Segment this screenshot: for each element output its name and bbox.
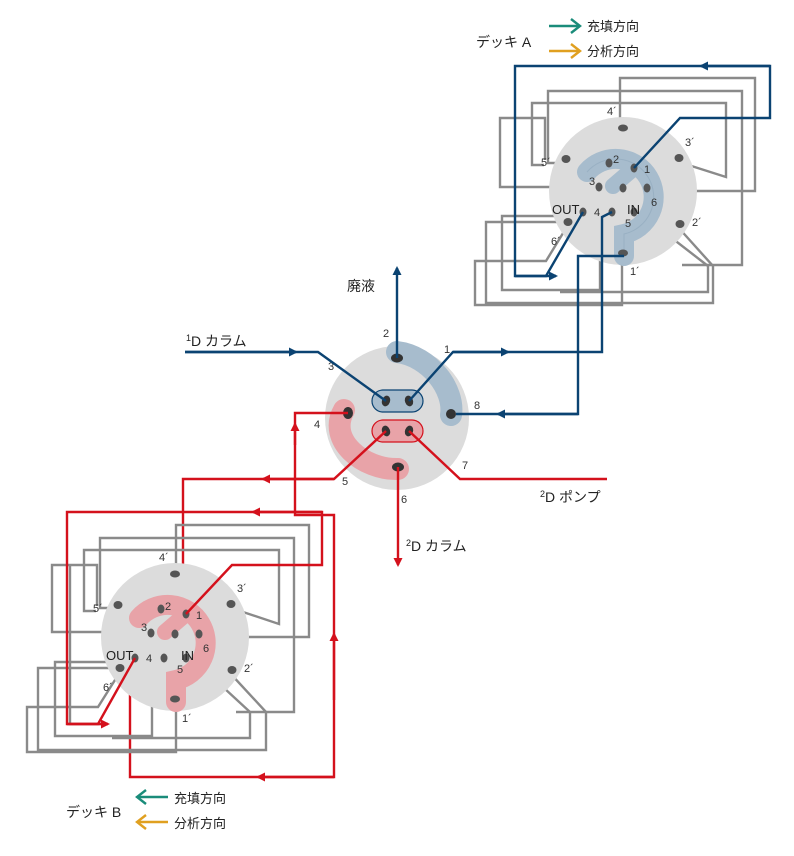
port-label: 4: [314, 419, 320, 431]
port-label: 4: [594, 207, 600, 219]
port-label: 7: [462, 460, 468, 472]
fill-direction-arrow-icon: [135, 789, 168, 805]
port-label: 3: [328, 361, 334, 373]
port-label: 6´: [103, 682, 113, 694]
column-2d-label: 2D カラム: [406, 538, 467, 554]
column-1d-label: 1D カラム: [186, 333, 247, 349]
port-label: 2´: [244, 663, 254, 675]
deck-b-out-label: OUT: [106, 648, 134, 663]
port-label: 5´: [541, 157, 551, 169]
port-label: 6: [203, 643, 209, 655]
port-label: 8: [474, 400, 480, 412]
pump-2d-superscript: 2: [540, 489, 545, 499]
port-label: 5: [625, 218, 631, 230]
port-label: 5: [342, 476, 348, 488]
port-label: 4: [146, 653, 152, 665]
deck-a: 1 2 3 4 5 6 1´ 2´ 3´ 4´ 5´ 6´ OUT IN: [473, 61, 772, 307]
column-1d-superscript: 1: [186, 333, 191, 343]
deck-b-flow-channel: [129, 594, 216, 712]
column-1d-text: D カラム: [191, 333, 247, 349]
port-label: 3´: [237, 583, 247, 595]
deck-a-title: デッキ A: [476, 34, 532, 50]
port-label: 2´: [692, 217, 702, 229]
port-label: 6: [401, 494, 407, 506]
waste-label: 廃液: [347, 278, 375, 294]
pump-2d-label: 2D ポンプ: [540, 489, 601, 505]
deck-b: 1 2 3 4 5 6 1´ 2´ 3´ 4´ 5´ 6´ OUT IN: [25, 507, 324, 754]
analysis-direction-arrow-icon: [549, 43, 582, 59]
deck-b-port-numbers: 1 2 3 4 5 6 1´ 2´ 3´ 4´ 5´ 6´: [93, 552, 254, 725]
port-label: 5: [177, 664, 183, 676]
deck-a-ports: [561, 124, 685, 257]
deck-b-ports: [113, 570, 237, 703]
port-label: 6: [651, 197, 657, 209]
port-label: 3´: [685, 137, 695, 149]
blue-flow-lines: [185, 210, 624, 419]
deck-a-legend: デッキ A 充填方向 分析方向: [476, 18, 639, 59]
port-label: 4´: [159, 552, 169, 564]
central-valve-port-numbers: 1 2 3 4 5 6 7 8: [314, 328, 480, 506]
deck-a-fill-direction: 充填方向: [587, 19, 639, 34]
deck-a-in-label: IN: [627, 202, 640, 217]
deck-a-out-label: OUT: [552, 202, 580, 217]
analysis-direction-arrow-icon: [135, 814, 168, 830]
deck-b-legend: デッキ B 充填方向 分析方向: [66, 789, 226, 831]
port-label: 1: [444, 344, 450, 356]
port-label: 6´: [551, 236, 561, 248]
port-label: 1: [196, 610, 202, 622]
port-label: 1´: [182, 713, 192, 725]
fill-direction-arrow-icon: [549, 18, 582, 34]
column-2d-text: D カラム: [411, 538, 467, 554]
deck-b-fill-direction: 充填方向: [174, 791, 226, 806]
port-label: 3: [141, 622, 147, 634]
port-label: 2: [613, 154, 619, 166]
port-label: 2: [165, 601, 171, 613]
port-label: 1: [644, 164, 650, 176]
deck-a-port-numbers: 1 2 3 4 5 6 1´ 2´ 3´ 4´ 5´ 6´: [541, 106, 702, 278]
deck-b-analysis-direction: 分析方向: [174, 816, 226, 831]
deck-b-in-label: IN: [181, 648, 194, 663]
port-label: 3: [589, 176, 595, 188]
pump-2d-text: D ポンプ: [545, 489, 601, 505]
port-label: 5´: [93, 603, 103, 615]
deck-a-analysis-direction: 分析方向: [587, 44, 639, 59]
port-label: 4´: [607, 106, 617, 118]
port-label: 2: [383, 328, 389, 340]
port-label: 1´: [630, 266, 640, 278]
column-2d-superscript: 2: [406, 538, 411, 548]
deck-b-title: デッキ B: [66, 804, 121, 820]
